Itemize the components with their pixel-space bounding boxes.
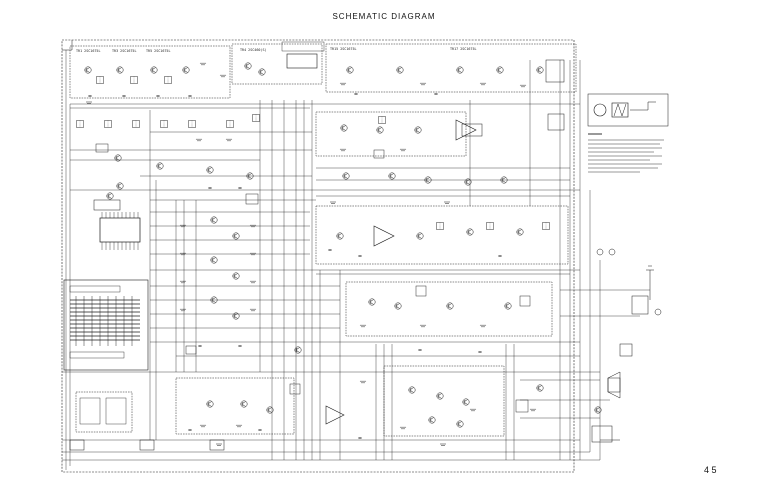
label-tr3: TR3 2SC1675L bbox=[112, 49, 137, 53]
label-tr4: TR4 2SC460(S) bbox=[240, 48, 267, 52]
label-tr15: TR15 2SC1675L bbox=[330, 47, 357, 51]
label-tr17: TR17 2SC1675L bbox=[450, 47, 477, 51]
page-number: 4 5 bbox=[704, 465, 717, 475]
label-tr5: TR5 2SC1675L bbox=[146, 49, 171, 53]
notes-block bbox=[588, 133, 664, 173]
label-tr1: TR1 2SC1675L bbox=[76, 49, 101, 53]
page-title: SCHEMATIC DIAGRAM bbox=[332, 12, 436, 21]
